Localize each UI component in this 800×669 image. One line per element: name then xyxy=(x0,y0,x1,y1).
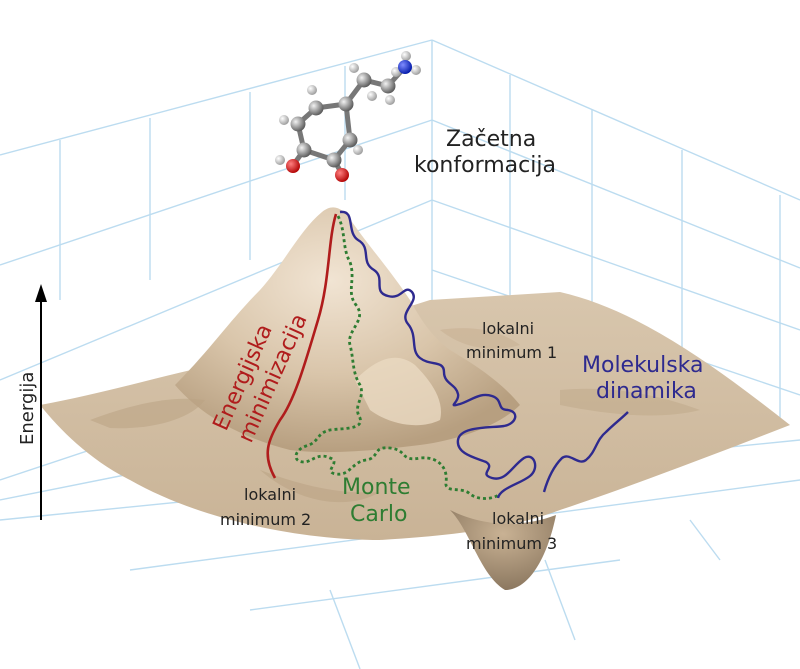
mc-label-line1: Monte xyxy=(342,475,411,500)
min3-label-line2: minimum 3 xyxy=(466,534,557,553)
md-label-line1: Molekulska xyxy=(582,353,704,378)
molecular-dynamics-path-2 xyxy=(542,411,629,493)
start-label-line1: Začetna xyxy=(446,127,536,152)
min1-label-line2: minimum 1 xyxy=(466,343,557,362)
energy-surface xyxy=(40,207,790,590)
min1-label-line1: lokalni xyxy=(482,319,534,338)
start-label-line2: konformacija xyxy=(414,153,556,178)
axis-label: Energija xyxy=(17,372,38,445)
min2-label-line1: lokalni xyxy=(244,485,296,504)
mc-label-line2: Carlo xyxy=(350,502,407,527)
molecular-dynamics-path xyxy=(339,210,537,499)
min3-label-line1: lokalni xyxy=(492,509,544,528)
energy-minimization-path xyxy=(266,213,338,479)
min2-label-line2: minimum 2 xyxy=(220,510,311,529)
md-label-line2: dinamika xyxy=(596,379,697,404)
arrow-up-icon xyxy=(35,284,47,520)
molecule-icon xyxy=(275,51,421,182)
monte-carlo-path xyxy=(294,215,501,500)
